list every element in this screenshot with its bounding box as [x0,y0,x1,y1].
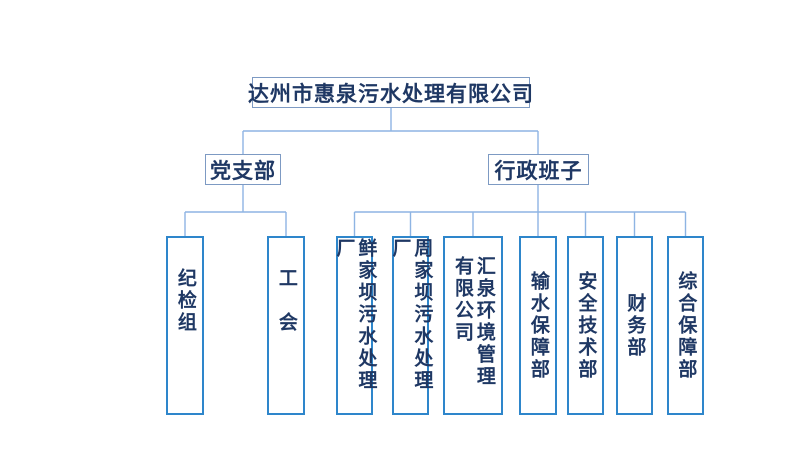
org-node-party-branch-label: 党支部 [210,159,276,183]
org-node-zhoujiaba-sewage-plant-label: 周家坝污水处理厂 [389,238,433,392]
org-node-comprehensive-support-dept: 综合保障部 [667,236,704,415]
org-node-finance-dept: 财务部 [616,236,653,415]
org-node-admin-team-label: 行政班子 [494,159,583,183]
org-node-company-root-label: 达州市惠泉污水处理有限公司 [248,82,534,106]
connector-party-branch [184,185,287,236]
org-node-xianjiaba-sewage-plant-label: 鲜家坝污水处理厂 [333,238,377,392]
org-node-discipline-inspection-group: 纪检组 [166,236,204,415]
org-node-finance-dept-label: 财务部 [624,292,646,359]
org-node-party-branch: 党支部 [205,154,281,185]
org-node-discipline-inspection-group-label: 纪检组 [174,267,196,334]
org-node-huiquan-environment-company: 汇泉环境管理有限公司 [443,236,503,415]
org-node-labor-union: 工 会 [267,236,305,415]
org-node-water-transmission-dept-label: 输水保障部 [527,270,549,381]
org-node-zhoujiaba-sewage-plant: 周家坝污水处理厂 [390,236,432,415]
org-node-safety-technology-dept: 安全技术部 [567,236,604,415]
org-node-water-transmission-dept: 输水保障部 [519,236,557,415]
org-node-xianjiaba-sewage-plant: 鲜家坝污水处理厂 [334,236,376,415]
org-node-company-root: 达州市惠泉污水处理有限公司 [248,77,533,108]
org-node-huiquan-environment-company-label: 汇泉环境管理有限公司 [452,255,495,388]
org-node-safety-technology-dept-label: 安全技术部 [575,270,597,381]
org-node-admin-team: 行政班子 [488,154,589,185]
connector-root-to-level2 [242,108,539,154]
connector-admin-branch [353,185,687,236]
org-node-labor-union-label: 工 会 [275,267,297,334]
org-node-comprehensive-support-dept-label: 综合保障部 [675,270,697,381]
